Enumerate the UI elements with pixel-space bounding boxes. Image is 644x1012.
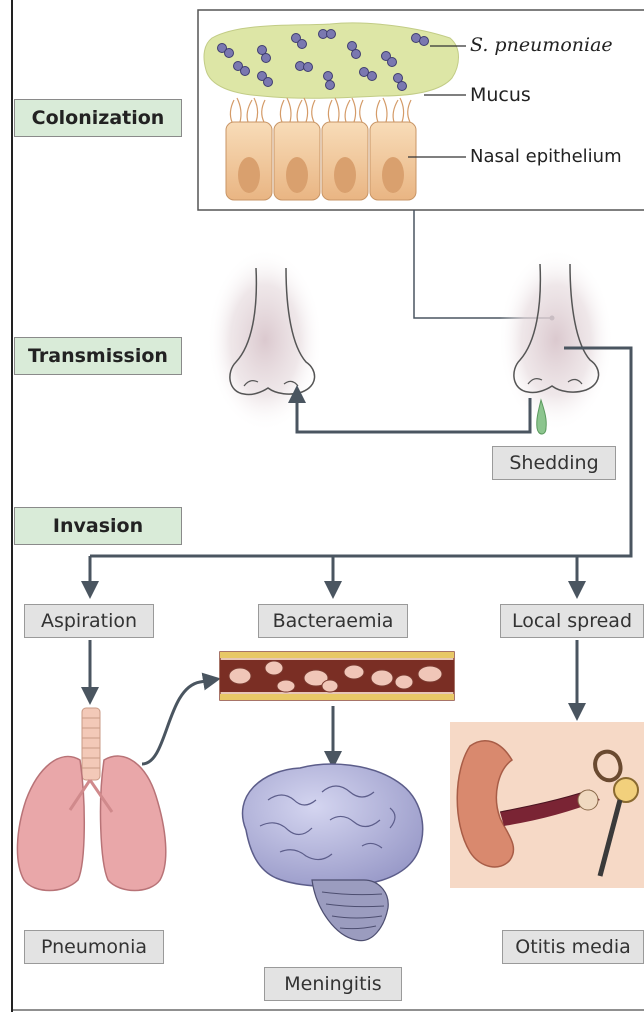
ear-illustration <box>450 722 644 888</box>
tag-pneumonia: Pneumonia <box>24 930 164 964</box>
stage-invasion-label: Invasion <box>53 515 143 537</box>
stage-transmission-label: Transmission <box>28 345 168 367</box>
tag-otitis-media: Otitis media <box>502 930 644 964</box>
right-nose <box>498 248 614 434</box>
callout-bacteria: S. pneumoniae <box>470 34 613 56</box>
tag-shedding: Shedding <box>492 446 616 480</box>
stage-colonization: Colonization <box>14 99 182 137</box>
tag-aspiration: Aspiration <box>24 604 154 638</box>
blood-vessel <box>220 652 454 700</box>
tag-meningitis: Meningitis <box>264 967 402 1001</box>
tag-bacteraemia: Bacteraemia <box>258 604 408 638</box>
callout-mucus: Mucus <box>470 84 531 106</box>
stage-transmission: Transmission <box>14 337 182 375</box>
transmission-arrow <box>297 394 530 432</box>
callout-nasal-epithelium: Nasal epithelium <box>470 146 622 167</box>
stage-colonization-label: Colonization <box>32 107 165 129</box>
arrow-lungs-to-blood <box>142 680 212 764</box>
tag-local-spread: Local spread <box>500 604 644 638</box>
stage-invasion: Invasion <box>14 507 182 545</box>
brain-illustration <box>242 764 422 941</box>
lungs-illustration <box>17 708 165 891</box>
left-nose <box>207 248 323 432</box>
